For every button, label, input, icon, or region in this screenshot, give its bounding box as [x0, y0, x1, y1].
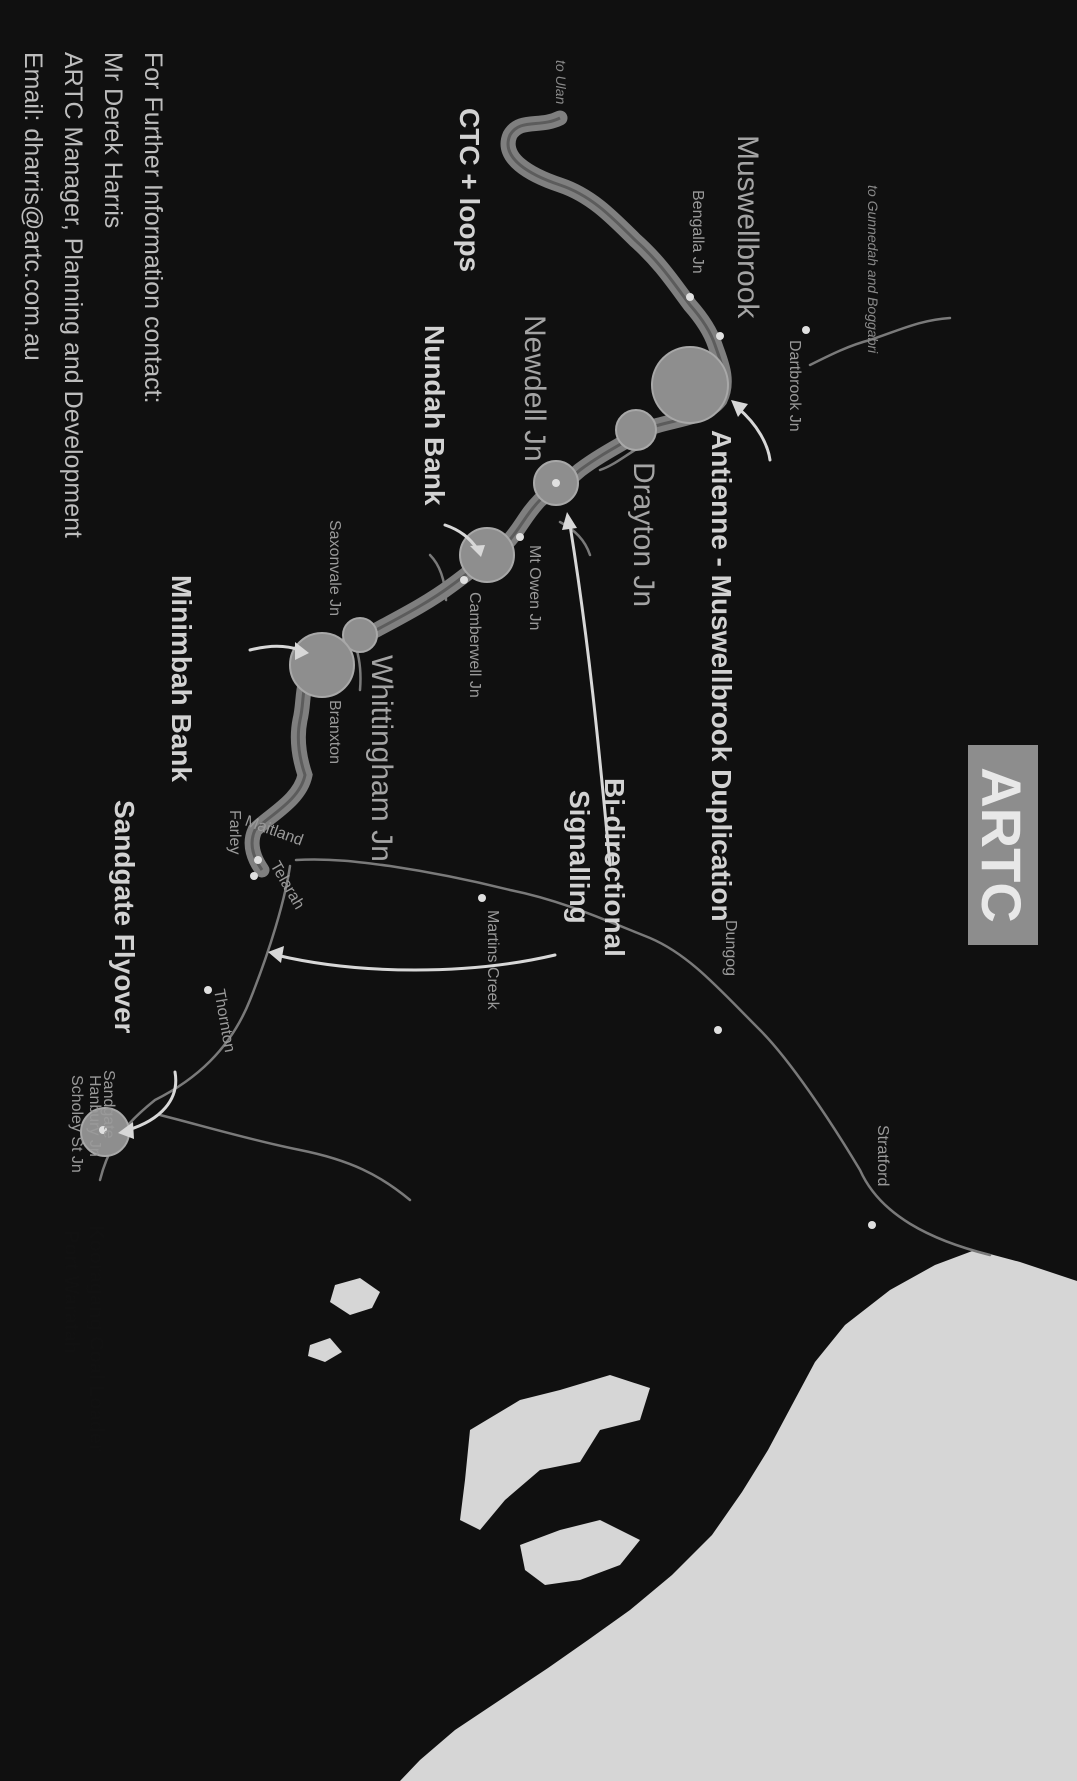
arrow-head [295, 642, 309, 660]
contact-role: ARTC Manager, Planning and Development [59, 52, 87, 538]
label-saxonvale: Saxonvale Jn [326, 520, 343, 616]
label-branxton: Branxton [326, 700, 343, 764]
drayton-project-circle [615, 409, 657, 451]
major-place-labels: Muswellbrook Newdell Jn Drayton Jn Whitt… [365, 135, 764, 862]
label-bidirectional-2: Signalling [564, 790, 595, 924]
station-dot [552, 479, 560, 487]
north-coast-line [294, 858, 992, 1257]
artc-logo: ARTC [968, 745, 1038, 945]
station-dot [716, 332, 724, 340]
minimbah-arrow [248, 644, 302, 652]
station-dot [254, 856, 262, 864]
label-bengalla: Bengalla Jn [689, 190, 706, 274]
station-dots [99, 293, 876, 1229]
antienne-arrow [736, 406, 772, 462]
label-hanbury: Hanbury Jn [86, 1075, 103, 1157]
label-farley: Farley [226, 810, 243, 854]
destinations: to Gunnedah and Boggabri to Ulan [553, 60, 881, 354]
label-sandgate: Sandgate [100, 1070, 117, 1139]
lake-shape [460, 1375, 650, 1530]
station-dot [99, 1126, 107, 1134]
station-dot [460, 576, 468, 584]
antienne-project-circle [651, 346, 729, 424]
destination-gunnedah: to Gunnedah and Boggabri [865, 185, 881, 354]
label-ctc: CTC + loops [454, 108, 485, 272]
arrow-head [470, 545, 485, 557]
contact-heading: For Further Information contact: [139, 52, 167, 404]
label-dartbrook: Dartbrook Jn [786, 340, 803, 432]
label-antienne: Antienne - Muswellbrook Duplication [706, 430, 737, 922]
label-newdell: Newdell Jn [518, 315, 551, 462]
project-labels: CTC + loops Nundah Bank Minimbah Bank An… [109, 108, 737, 1034]
label-nundah: Nundah Bank [419, 325, 450, 506]
lake-island [330, 1278, 380, 1315]
label-martins-creek: Martins Creek [484, 910, 501, 1011]
label-dungog: Dungog [722, 920, 739, 976]
label-minimbah: Minimbah Bank [166, 575, 197, 782]
label-kooragang: Kooragang Coal Loader [85, 1225, 107, 1452]
label-muswellbrook: Muswellbrook [731, 135, 764, 319]
gunnedah-line [808, 316, 952, 367]
contact-block: For Further Information contact: Mr Dere… [19, 52, 167, 538]
label-scholey: Scholey St Jn [68, 1075, 85, 1173]
spur [558, 520, 592, 557]
label-stratford: Stratford [874, 1125, 891, 1186]
sandgate-arrow [126, 1070, 178, 1132]
lake-island [308, 1338, 342, 1362]
logo-box [968, 745, 1038, 945]
label-drayton: Drayton Jn [627, 462, 660, 607]
contact-email: Email: dharris@artc.com.au [19, 52, 47, 361]
minimbah-project-circle [289, 632, 355, 698]
station-dot [478, 894, 486, 902]
station-dot [714, 1026, 722, 1034]
label-camberwell: Camberwell Jn [466, 592, 483, 698]
label-thornton: Thornton [210, 988, 238, 1054]
bidirectional-arrow-2 [274, 953, 557, 972]
arrow-head [562, 512, 577, 530]
lake-shape [520, 1520, 640, 1585]
project-markers [80, 346, 729, 1157]
station-dot [868, 1221, 876, 1229]
arrow-head [731, 400, 748, 417]
label-sandgate-flyover: Sandgate Flyover [109, 800, 140, 1034]
label-mt-owen: Mt Owen Jn [526, 545, 543, 630]
newcastle-branch [158, 1113, 412, 1202]
label-port-waratah: Port Waratah [60, 1230, 82, 1354]
station-dot [686, 293, 694, 301]
spur [598, 448, 637, 472]
label-bidirectional-1: Bi-directional [599, 778, 630, 957]
sea-area [400, 1250, 1077, 1781]
station-dot [204, 986, 212, 994]
nundah-project-circle [459, 527, 515, 583]
station-dot [802, 326, 810, 334]
logo-text: ARTC [970, 767, 1033, 923]
arrow-head [268, 946, 284, 963]
arrow-head [118, 1122, 134, 1139]
contact-name: Mr Derek Harris [99, 52, 127, 228]
port-labels: Kooragang Coal Loader Port Waratah [60, 1225, 107, 1452]
destination-ulan: to Ulan [553, 60, 569, 105]
rail-network [98, 316, 992, 1257]
label-telarah: Telarah [267, 859, 308, 913]
arrow-heads [118, 400, 748, 1139]
camberwell-project-circle [342, 617, 378, 653]
bidirectional-arrow-1 [568, 523, 612, 867]
station-dot [250, 872, 258, 880]
station-dot [516, 533, 524, 541]
label-whittingham: Whittingham Jn [365, 655, 398, 862]
